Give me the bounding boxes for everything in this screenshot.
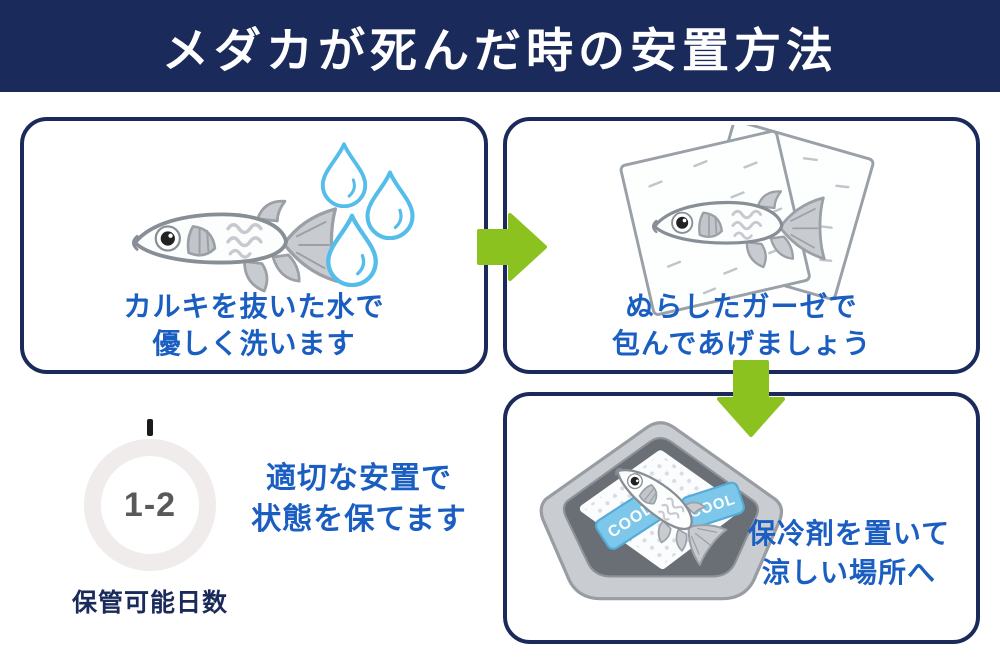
note-line: 適切な安置で	[266, 462, 452, 495]
caption-line: ぬらしたガーゼで	[625, 291, 858, 323]
storage-days-label: 保管可能日数	[71, 589, 228, 617]
ring-tick-mark	[147, 419, 153, 436]
arrow-down-icon	[717, 360, 785, 437]
step-caption-cool: 保冷剤を置いて 涼しい場所へ	[740, 514, 958, 592]
step-caption-wrap: ぬらしたガーゼで 包んであげましょう	[507, 289, 976, 362]
ice-pack: COOL	[680, 481, 745, 529]
step-panel-cool: COOL COOL 保冷剤を置いて 涼しい場所へ	[503, 392, 980, 644]
caption-line: 保冷剤を置いて	[747, 518, 951, 549]
step-panel-wash: カルキを抜いた水で 優しく洗います	[20, 117, 488, 374]
caption-line: 優しく洗います	[152, 327, 356, 359]
step-caption-wash: カルキを抜いた水で 優しく洗います	[24, 289, 484, 362]
arrow-right-icon	[477, 213, 547, 281]
caption-line: 涼しい場所へ	[761, 557, 936, 589]
caption-line: カルキを抜いた水で	[123, 291, 385, 323]
page-title: メダカが死んだ時の安置方法	[162, 23, 838, 77]
water-drops-icon	[307, 135, 447, 310]
step-panel-wrap: ぬらしたガーゼで 包んであげましょう	[503, 117, 980, 374]
note-line: 状態を保てます	[251, 502, 467, 536]
caption-line: 包んであげましょう	[611, 327, 872, 359]
header-banner: メダカが死んだ時の安置方法	[0, 0, 1000, 92]
storage-days-ring-gauge: 1-2	[84, 419, 216, 571]
tray-with-ice-packs-illustration: COOL COOL	[539, 421, 784, 601]
gauze-sheets-illustration	[619, 125, 875, 316]
storage-days-value: 1-2	[123, 485, 177, 524]
storage-note: 適切な安置で 状態を保てます	[243, 459, 475, 540]
